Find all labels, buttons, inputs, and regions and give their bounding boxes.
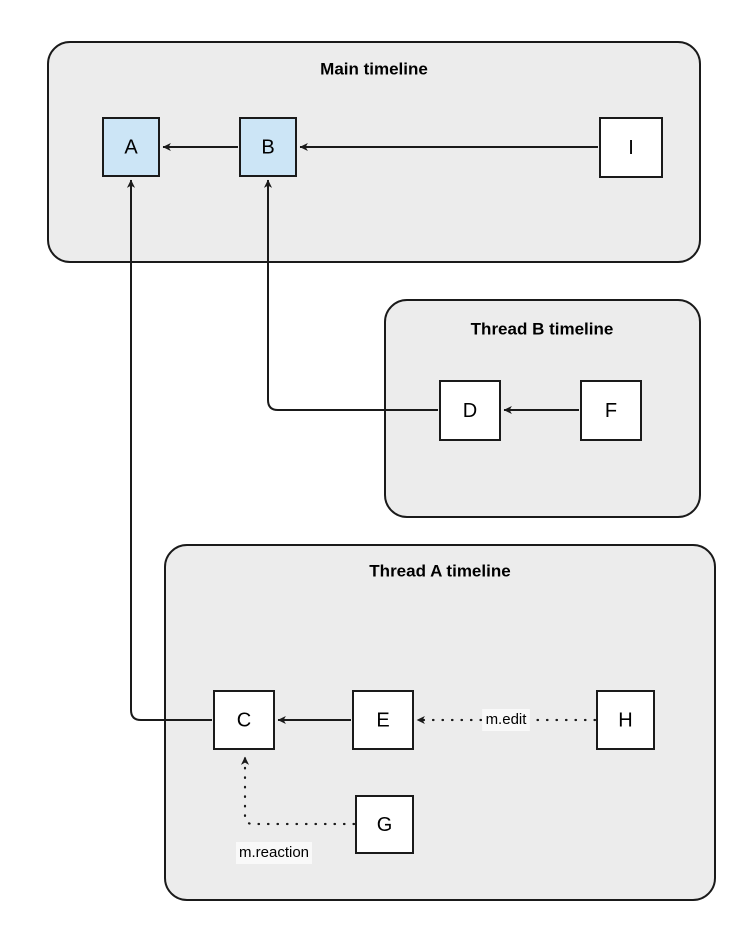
event-node-G[interactable]: G — [355, 795, 414, 854]
node-label: E — [376, 709, 389, 731]
node-label: H — [618, 709, 632, 731]
event-node-E[interactable]: E — [352, 690, 414, 750]
group-title-thread-a: Thread A timeline — [369, 561, 510, 580]
edges — [126, 142, 598, 826]
node-box[interactable] — [213, 690, 275, 750]
edge-d-to-b — [263, 179, 438, 411]
event-nodes: A B I D F C E H G — [102, 117, 663, 854]
edge-label-text: m.edit — [486, 711, 528, 728]
node-box[interactable] — [580, 380, 642, 441]
event-node-D[interactable]: D — [439, 380, 501, 441]
event-node-I[interactable]: I — [599, 117, 663, 178]
node-label: B — [261, 136, 274, 158]
node-label: F — [605, 400, 617, 422]
node-box[interactable] — [439, 380, 501, 441]
group-title-main: Main timeline — [320, 59, 428, 78]
event-node-A[interactable]: A — [102, 117, 160, 177]
node-box[interactable] — [239, 117, 297, 177]
group-box — [384, 299, 701, 518]
edge-label-text: m.reaction — [239, 844, 309, 861]
edge-label-g-to-c: m.reaction — [235, 842, 313, 864]
timeline-group-thread-a: Thread A timeline — [164, 544, 716, 901]
event-node-B[interactable]: B — [239, 117, 297, 177]
node-box[interactable] — [102, 117, 160, 177]
edge-labels: m.edit m.reaction — [235, 709, 530, 864]
group-title-thread-b: Thread B timeline — [471, 319, 614, 338]
edge-g-to-c — [240, 755, 356, 826]
event-node-C[interactable]: C — [213, 690, 275, 750]
node-box[interactable] — [596, 690, 655, 750]
edge-label-h-to-e: m.edit — [482, 709, 530, 731]
node-label: I — [628, 137, 634, 159]
node-box[interactable] — [355, 795, 414, 854]
node-label: D — [463, 400, 477, 422]
group-box — [47, 41, 701, 263]
node-box[interactable] — [352, 690, 414, 750]
node-box[interactable] — [599, 117, 663, 178]
node-label: A — [124, 136, 138, 158]
event-node-F[interactable]: F — [580, 380, 642, 441]
event-node-H[interactable]: H — [596, 690, 655, 750]
timeline-group-thread-b: Thread B timeline — [384, 299, 701, 518]
node-label: C — [237, 709, 251, 731]
edge-label-backdrop — [482, 709, 530, 731]
node-label: G — [377, 814, 393, 836]
timeline-group-main: Main timeline — [47, 41, 701, 263]
group-box — [164, 544, 716, 901]
edge-c-to-a — [126, 179, 212, 721]
edge-label-backdrop — [235, 842, 313, 864]
